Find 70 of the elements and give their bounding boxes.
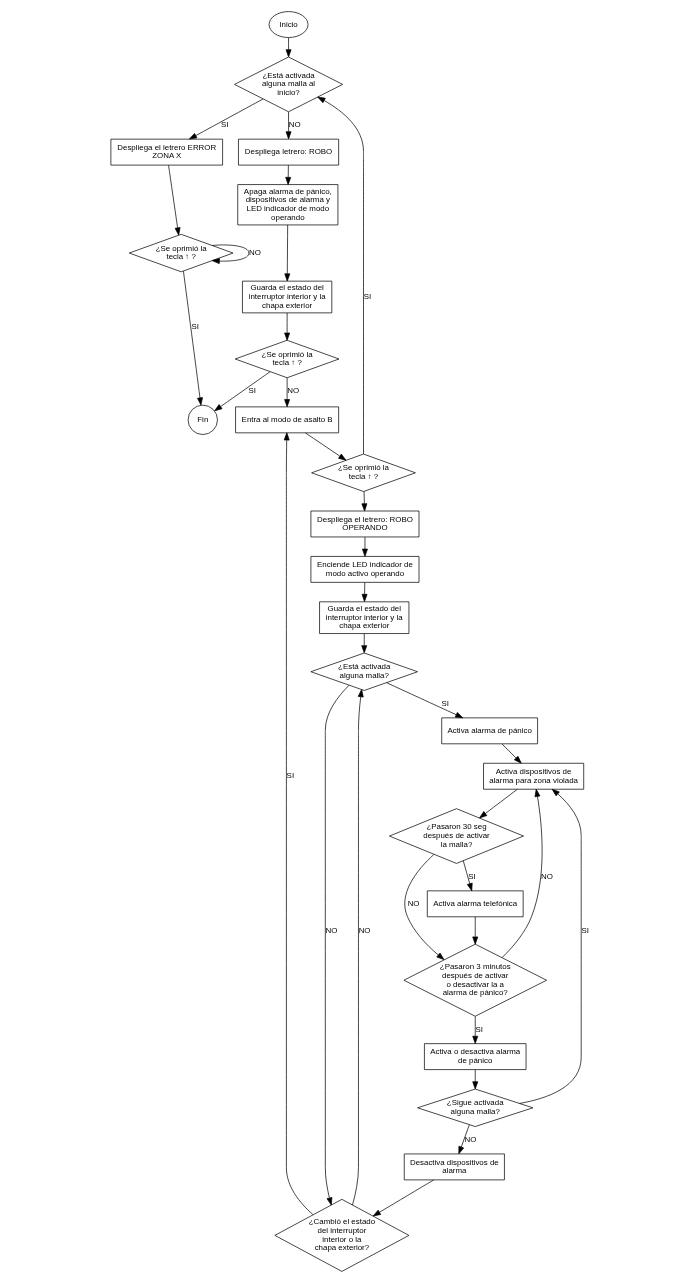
- edge-label: SI: [468, 872, 476, 882]
- arrow: [472, 1016, 479, 1044]
- arrow: [462, 860, 473, 892]
- arrow: [472, 916, 479, 945]
- node-box: Activa dispositivos de alarma para zona violada: [483, 762, 585, 790]
- edge-label: NO: [358, 925, 371, 935]
- arrow: [284, 224, 291, 282]
- arrow: [472, 1069, 479, 1090]
- arrow: [189, 98, 264, 140]
- edge-label: NO: [407, 898, 420, 908]
- node-box: Activa o desactiva alarma de pánico: [424, 1043, 527, 1070]
- arrow: [386, 682, 464, 719]
- node-diamond: ¿Pasaron 3 minutos después de activar o desactivar la a alarma de pánico?: [403, 943, 547, 1017]
- arrow: [168, 164, 181, 236]
- edge-label: NO: [541, 872, 553, 882]
- edge-label: SI: [191, 321, 199, 331]
- arrow: [404, 854, 445, 960]
- arrow: [519, 788, 582, 1104]
- edge-label: NO: [288, 120, 301, 130]
- arrow: [501, 788, 543, 958]
- arrow: [501, 743, 522, 764]
- edge-label: NO: [325, 925, 338, 935]
- edge-label: SI: [363, 292, 372, 302]
- edge-label: SI: [581, 925, 589, 935]
- arrow: [361, 633, 368, 654]
- arrow: [214, 371, 271, 412]
- edge-label: SI: [441, 699, 450, 709]
- node-box: Enciende LED indicador de modo activo operando: [310, 556, 420, 583]
- arrow: [458, 1124, 470, 1155]
- arrow: [324, 684, 350, 1206]
- node-ellipse: Inicio: [268, 11, 309, 38]
- arrow: [285, 37, 292, 58]
- arrow: [284, 312, 290, 341]
- arrow: [284, 377, 290, 408]
- node-box: Despliega el letrero: ROBO OPERANDO: [310, 510, 420, 538]
- arrow: [211, 244, 250, 264]
- edge-label: SI: [248, 386, 256, 396]
- arrow: [362, 536, 368, 557]
- edge-label: NO: [249, 248, 261, 258]
- node-box: Entra al modo de asalto B: [235, 406, 339, 434]
- node-box: Guarda el estado del interruptor interior y la chapa exterior: [242, 280, 333, 314]
- edge-label: SI: [286, 771, 295, 781]
- arrow: [285, 111, 292, 140]
- node-box: Despliega el letrero ERROR ZONA X: [110, 138, 223, 166]
- edge-label: NO: [464, 1135, 477, 1145]
- arrow: [285, 164, 292, 185]
- edge-label: NO: [287, 386, 300, 396]
- arrow: [317, 96, 364, 455]
- node-circle: Fin: [187, 404, 218, 435]
- node-diamond: ¿Se oprimió la tecla ↑ ?: [234, 339, 340, 379]
- node-diamond: ¿Está activada alguna malla al inicio?: [234, 56, 343, 113]
- node-diamond: ¿Se oprimió la tecla ↑ ?: [128, 233, 234, 273]
- node-box: Desactiva dispositivos de alarma: [403, 1153, 505, 1181]
- node-box: Apaga alarma de pánico, dispositivos de alarma y LED indicador de modo operando: [237, 184, 339, 226]
- arrow: [372, 1179, 435, 1217]
- node-box: Activa alarma de pánico: [441, 717, 538, 745]
- arrow: [305, 432, 347, 461]
- node-box: Despliega letrero: ROBO: [238, 138, 339, 166]
- edge-label: SI: [475, 1024, 483, 1034]
- arrow: [361, 582, 368, 602]
- arrow: [183, 270, 203, 406]
- node-diamond: ¿Está activada alguna malla?: [310, 652, 418, 691]
- arrow: [283, 432, 314, 1215]
- edge-label: SI: [221, 120, 229, 130]
- node-box: Guarda el estado del interruptor interior y la chapa exterior: [319, 601, 410, 634]
- node-diamond: ¿Sigue activada alguna malla?: [417, 1088, 534, 1127]
- node-box: Activa alarma telefónica: [426, 890, 524, 918]
- arrow: [361, 491, 368, 512]
- arrow: [479, 789, 518, 819]
- arrow: [352, 689, 364, 1206]
